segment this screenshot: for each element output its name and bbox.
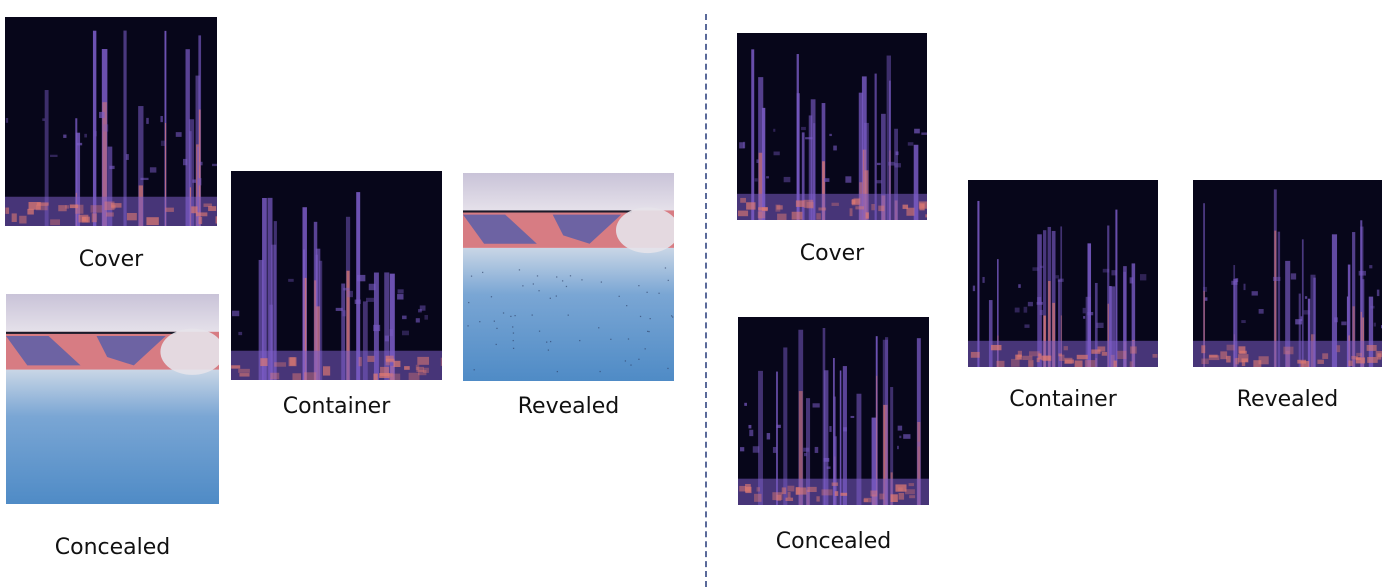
left-container-caption: Container: [282, 394, 391, 419]
right-container-image: [968, 180, 1158, 367]
left-concealed-caption: Concealed: [54, 535, 171, 560]
left-cover-image: [5, 17, 217, 226]
left-container-image: [231, 171, 442, 380]
spectrogram-graphic: [5, 17, 217, 226]
right-container-caption: Container: [1009, 387, 1117, 412]
left-revealed-image: [463, 173, 674, 381]
left-revealed-caption: Revealed: [517, 394, 620, 419]
spectrogram-graphic: [737, 33, 927, 220]
spectrogram-graphic: [1193, 180, 1382, 367]
spectrogram-graphic: [231, 171, 442, 380]
left-cover-caption: Cover: [78, 247, 144, 272]
left-concealed-image: [6, 294, 219, 504]
spectrogram-graphic: [968, 180, 1158, 367]
photo-graphic: [6, 294, 219, 504]
right-cover-caption: Cover: [799, 241, 865, 266]
right-cover-image: [737, 33, 927, 220]
group-divider: [705, 14, 707, 587]
photo-graphic: [463, 173, 674, 381]
right-concealed-image: [738, 317, 929, 505]
right-revealed-caption: Revealed: [1236, 387, 1339, 412]
spectrogram-graphic: [738, 317, 929, 505]
right-concealed-caption: Concealed: [775, 529, 892, 554]
right-revealed-image: [1193, 180, 1382, 367]
